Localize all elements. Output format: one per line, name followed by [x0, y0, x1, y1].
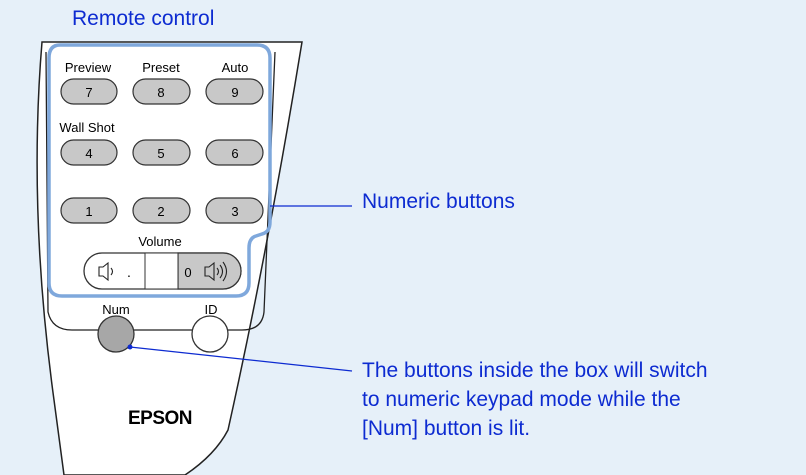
key-5[interactable]: 5 — [132, 139, 191, 166]
key-1[interactable]: 1 — [60, 197, 118, 224]
button-panel-outline — [45, 51, 276, 331]
label-preview: Preview — [65, 60, 112, 75]
key-2[interactable]: 2 — [132, 197, 191, 224]
label-volume: Volume — [138, 234, 181, 249]
key-4-label: 4 — [85, 146, 92, 161]
label-wall-shot: Wall Shot — [59, 120, 115, 135]
key-5-label: 5 — [157, 146, 164, 161]
key-7-label: 7 — [85, 85, 92, 100]
key-7[interactable]: 7 — [60, 78, 118, 105]
volume-left-key-label: . — [127, 264, 131, 280]
callout-note-line-2: to numeric keypad mode while the — [362, 388, 681, 411]
key-4[interactable]: 4 — [60, 139, 118, 166]
leader-dot — [127, 344, 133, 350]
numeric-highlight-box — [47, 43, 272, 298]
diagram-title: Remote control — [72, 7, 215, 30]
label-preset: Preset — [142, 60, 180, 75]
volume-right-key-label: 0 — [184, 265, 191, 280]
label-auto: Auto — [222, 60, 249, 75]
key-6-label: 6 — [231, 146, 238, 161]
volume-rocker-right-half — [177, 252, 242, 290]
volume-down-icon — [98, 261, 114, 282]
leader-line-num-button — [129, 346, 353, 372]
key-1-label: 1 — [85, 204, 92, 219]
key-9-label: 9 — [231, 85, 238, 100]
label-num: Num — [102, 302, 129, 317]
callout-note-line-3: [Num] button is lit. — [362, 417, 531, 440]
label-id: ID — [205, 302, 218, 317]
key-2-label: 2 — [157, 204, 164, 219]
key-8-label: 8 — [157, 85, 164, 100]
callout-note-line-1: The buttons inside the box will switch — [362, 359, 708, 382]
volume-up-icon — [204, 261, 228, 282]
num-button[interactable] — [97, 315, 135, 353]
key-9[interactable]: 9 — [205, 78, 264, 105]
key-8[interactable]: 8 — [132, 78, 191, 105]
brand-logo: EPSON — [128, 408, 192, 429]
id-button[interactable] — [191, 315, 229, 353]
callout-numeric-buttons: Numeric buttons — [362, 190, 515, 213]
volume-rocker[interactable] — [83, 252, 242, 290]
key-3-label: 3 — [231, 204, 238, 219]
key-6[interactable]: 6 — [205, 139, 264, 166]
key-3[interactable]: 3 — [205, 197, 264, 224]
volume-rocker-divider — [144, 252, 179, 290]
